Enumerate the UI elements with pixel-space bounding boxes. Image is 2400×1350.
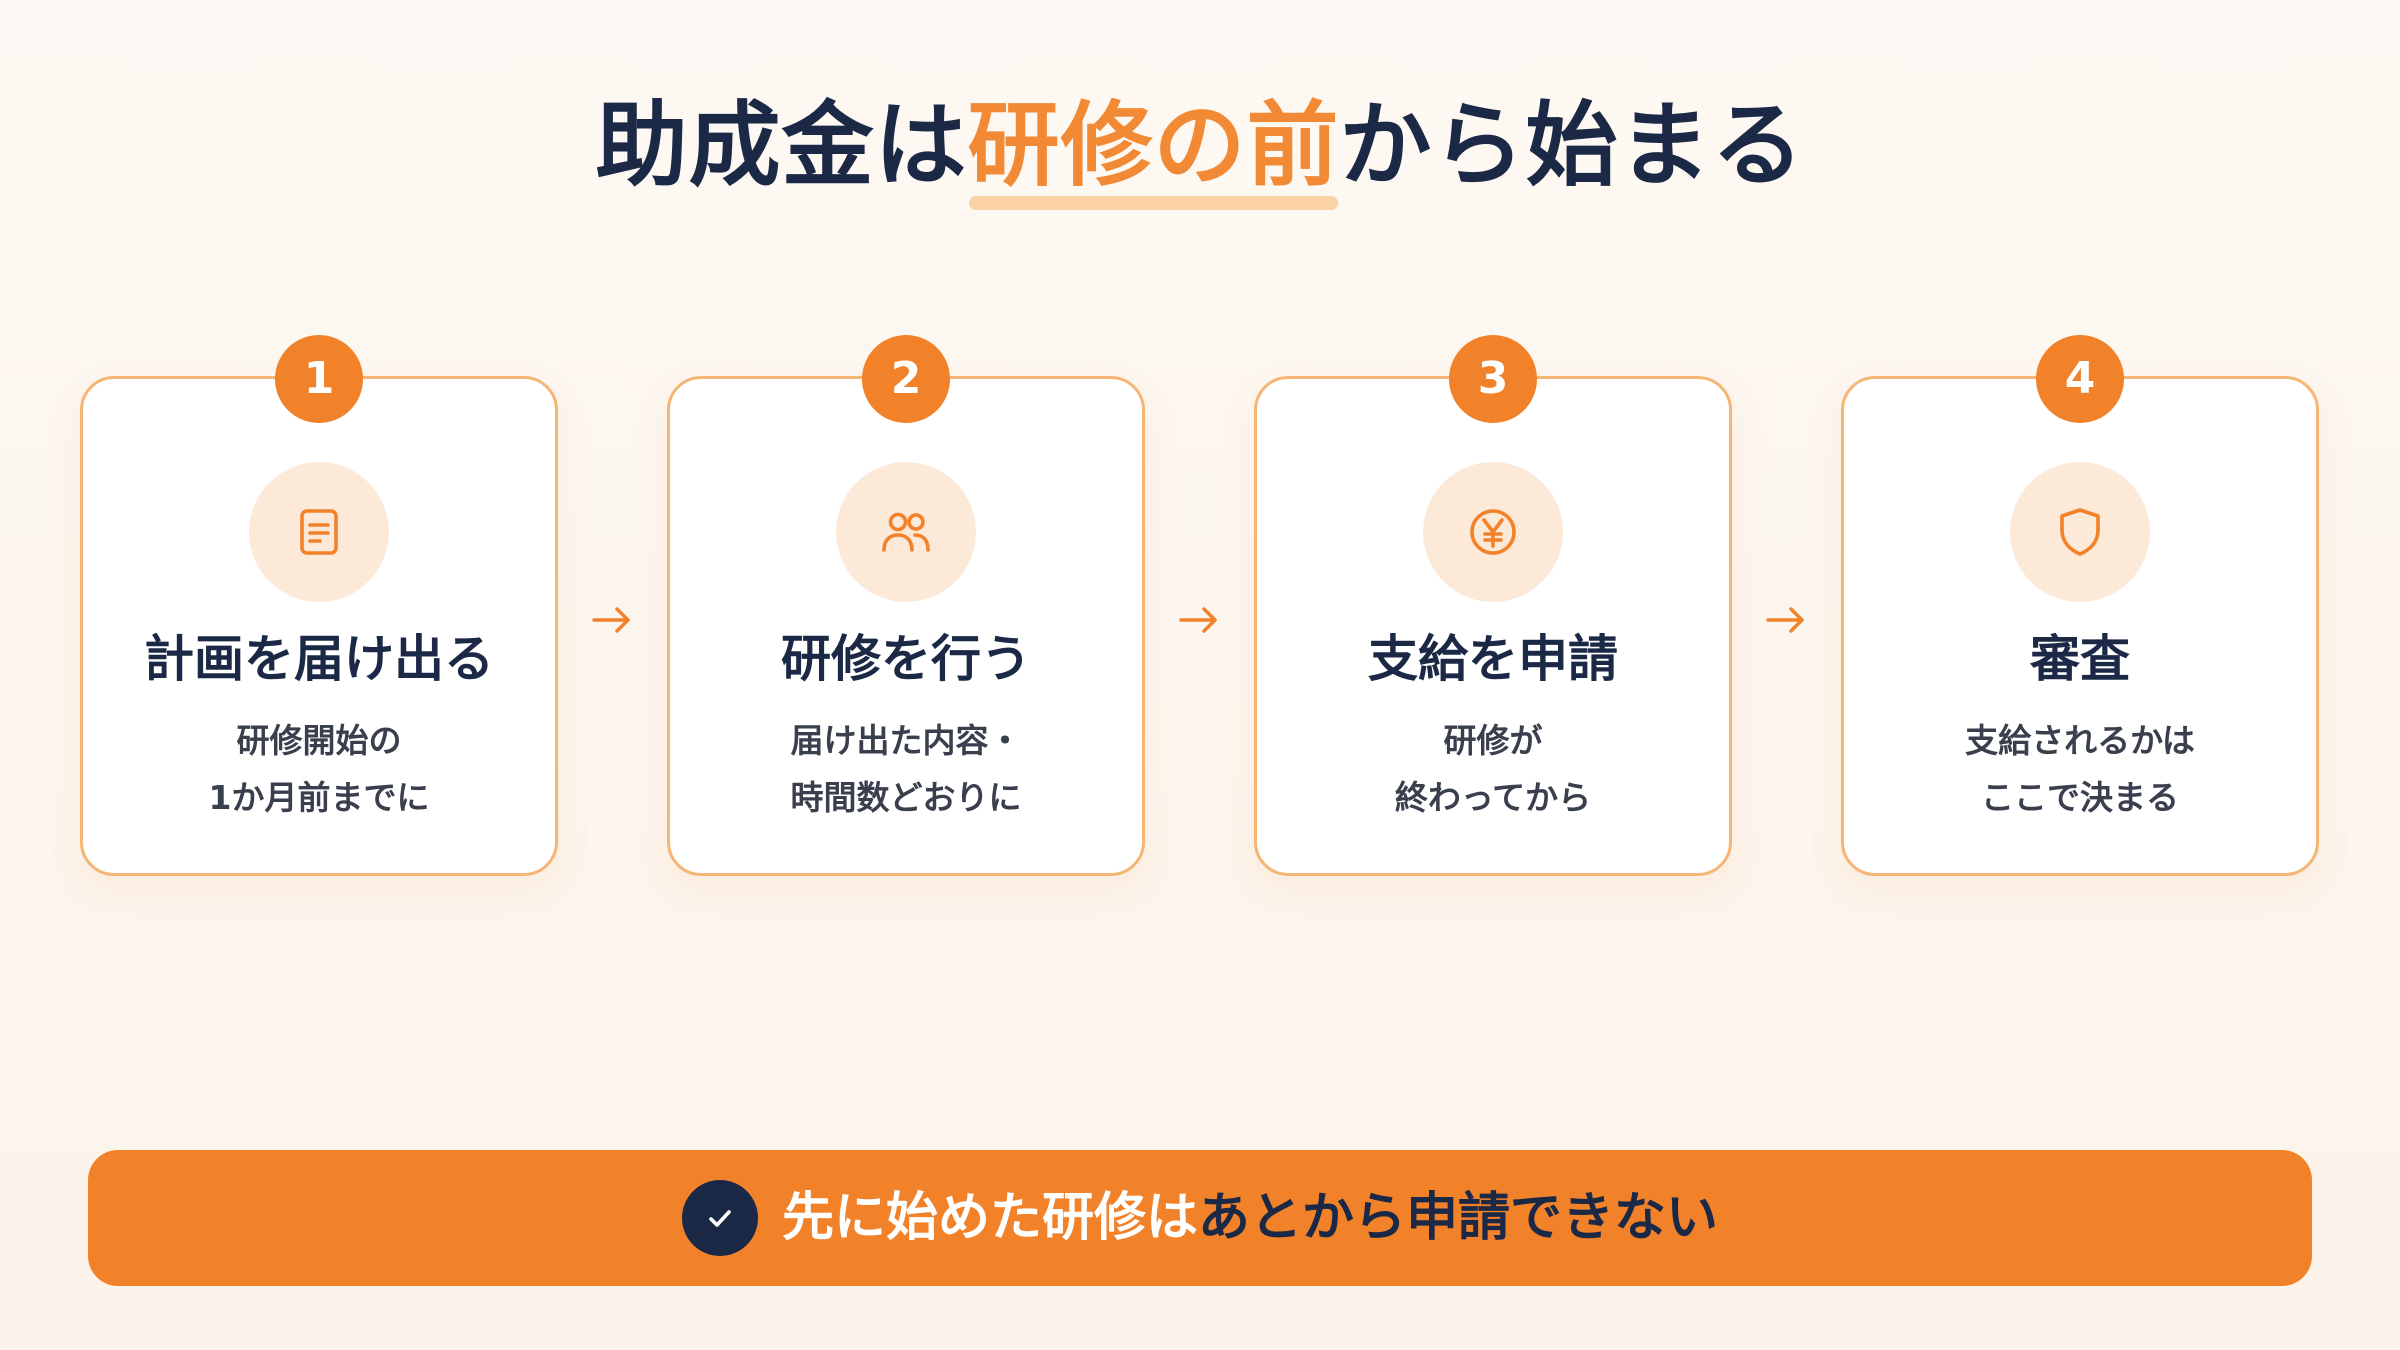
users-icon [882,512,930,552]
step-desc-line: 支給されるかは [1965,721,2195,760]
step-card-2: 2 研修を行う 届け出た内容・ 時間数どおりに [667,335,1145,876]
step-description: 届け出た内容・ 時間数どおりに [670,712,1142,826]
page-title: 助成金は研修の前から始まる [0,86,2400,210]
step-number-badge: 3 [1449,335,1537,423]
step-description: 支給されるかは ここで決まる [1844,712,2316,826]
step-number-badge: 2 [862,335,950,423]
step-number-badge: 1 [275,335,363,423]
step-title: 計画を届け出る [144,630,494,688]
step-icon-container [836,462,976,602]
check-icon [681,1180,758,1256]
step-icon-container [2010,462,2150,602]
step-icon-container [249,462,389,602]
step-desc-line: 終わってから [1394,778,1592,817]
step-title: 支給を申請 [1368,630,1618,688]
step-card-3: 3 支給を申請 研修が 終わってから [1254,335,1732,876]
title-part2: から始まる [1339,92,1805,199]
title-part1: 助成金は [595,92,968,199]
shield-icon [2060,508,2100,556]
arrow-right-icon [1179,607,1217,633]
title-highlight: 研修の前 [967,86,1339,210]
warning-banner: 先に始めた研修はあとから申請できない [88,1150,2312,1286]
banner-text-dark: あとから申請できない [1198,1188,1719,1248]
banner-text-white: 先に始めた研修は [781,1188,1198,1248]
yen-icon [1470,509,1516,555]
process-steps: 1 計画を届け出る 研修開始の 1か月前までに 2 [80,335,2320,876]
step-title: 審査 [2030,630,2130,688]
step-desc-line: 1か月前までに [208,778,430,817]
step-desc-line: 時間数どおりに [790,778,1022,817]
step-card-1: 1 計画を届け出る 研修開始の 1か月前までに [80,335,558,876]
banner-text: 先に始めた研修はあとから申請できない [782,1150,1718,1286]
step-description: 研修が 終わってから [1257,712,1729,826]
step-number-badge: 4 [2036,335,2124,423]
step-card-4: 4 審査 支給されるかは ここで決まる [1841,335,2319,876]
document-icon [300,509,338,555]
step-icon-container [1423,462,1563,602]
step-description: 研修開始の 1か月前までに [83,712,555,826]
step-desc-line: 届け出た内容・ [790,721,1022,760]
step-desc-line: ここで決まる [1981,778,2179,817]
arrow-right-icon [592,607,630,633]
step-title: 研修を行う [781,630,1031,688]
step-desc-line: 研修が [1443,721,1543,760]
step-desc-line: 研修開始の [236,721,402,760]
arrow-right-icon [1766,607,1804,633]
